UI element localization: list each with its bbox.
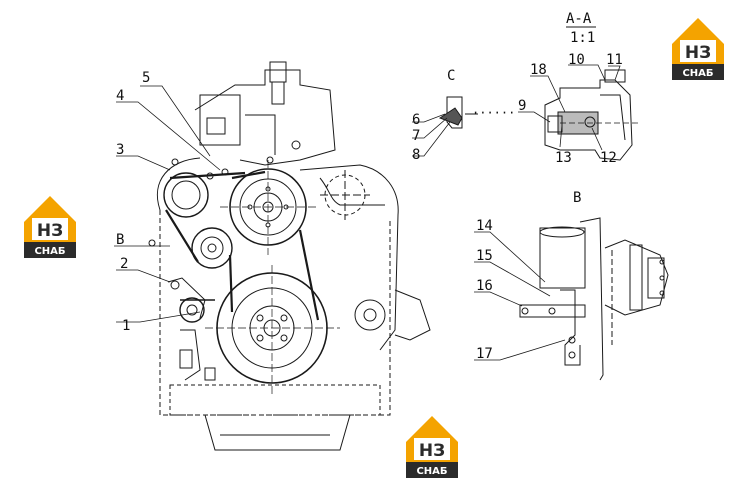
view-c-label: C bbox=[447, 68, 455, 84]
detail-c-view: ······ bbox=[438, 96, 515, 129]
callout-14: 14 bbox=[476, 218, 493, 234]
callout-10: 10 bbox=[568, 52, 585, 68]
svg-text:······: ······ bbox=[472, 106, 515, 120]
section-aa-label: A-A bbox=[566, 11, 592, 27]
svg-text:НЗ: НЗ bbox=[37, 221, 63, 241]
callout-6: 6 bbox=[412, 112, 420, 128]
svg-text:НЗ: НЗ bbox=[685, 43, 711, 63]
svg-text:CHAБ: CHAБ bbox=[682, 68, 713, 79]
callout-5: 5 bbox=[142, 70, 150, 86]
section-scale-label: 1:1 bbox=[570, 30, 595, 46]
callout-1: 1 bbox=[122, 318, 130, 334]
view-b-label-main: B bbox=[116, 232, 124, 248]
callout-labels: 5 4 3 B 2 1 C 6 7 8 A-A 1:1 18 10 11 9 1… bbox=[116, 11, 623, 362]
callout-18: 18 bbox=[530, 62, 547, 78]
callout-13: 13 bbox=[555, 150, 572, 166]
view-b-label-detail: B bbox=[573, 190, 581, 206]
callout-17: 17 bbox=[476, 346, 493, 362]
callout-9: 9 bbox=[518, 98, 526, 114]
callout-2: 2 bbox=[120, 256, 128, 272]
callout-16: 16 bbox=[476, 278, 493, 294]
callout-7: 7 bbox=[412, 128, 420, 144]
svg-text:CHAБ: CHAБ bbox=[34, 246, 65, 257]
leader-lines bbox=[114, 64, 621, 361]
logo-bottom-center: НЗ CHAБ bbox=[406, 416, 458, 478]
logo-left: НЗ CHAБ bbox=[24, 196, 76, 258]
section-aa-view bbox=[544, 26, 640, 161]
svg-text:CHAБ: CHAБ bbox=[416, 466, 447, 477]
callout-8: 8 bbox=[412, 147, 420, 163]
detail-b-view bbox=[519, 217, 669, 381]
svg-text:НЗ: НЗ bbox=[419, 441, 445, 461]
callout-15: 15 bbox=[476, 248, 493, 264]
callout-12: 12 bbox=[600, 150, 617, 166]
engine-front-view bbox=[148, 61, 431, 451]
callout-11: 11 bbox=[606, 52, 623, 68]
callout-3: 3 bbox=[116, 142, 124, 158]
callout-4: 4 bbox=[116, 88, 124, 104]
logo-top-right: НЗ CHAБ bbox=[672, 18, 724, 80]
